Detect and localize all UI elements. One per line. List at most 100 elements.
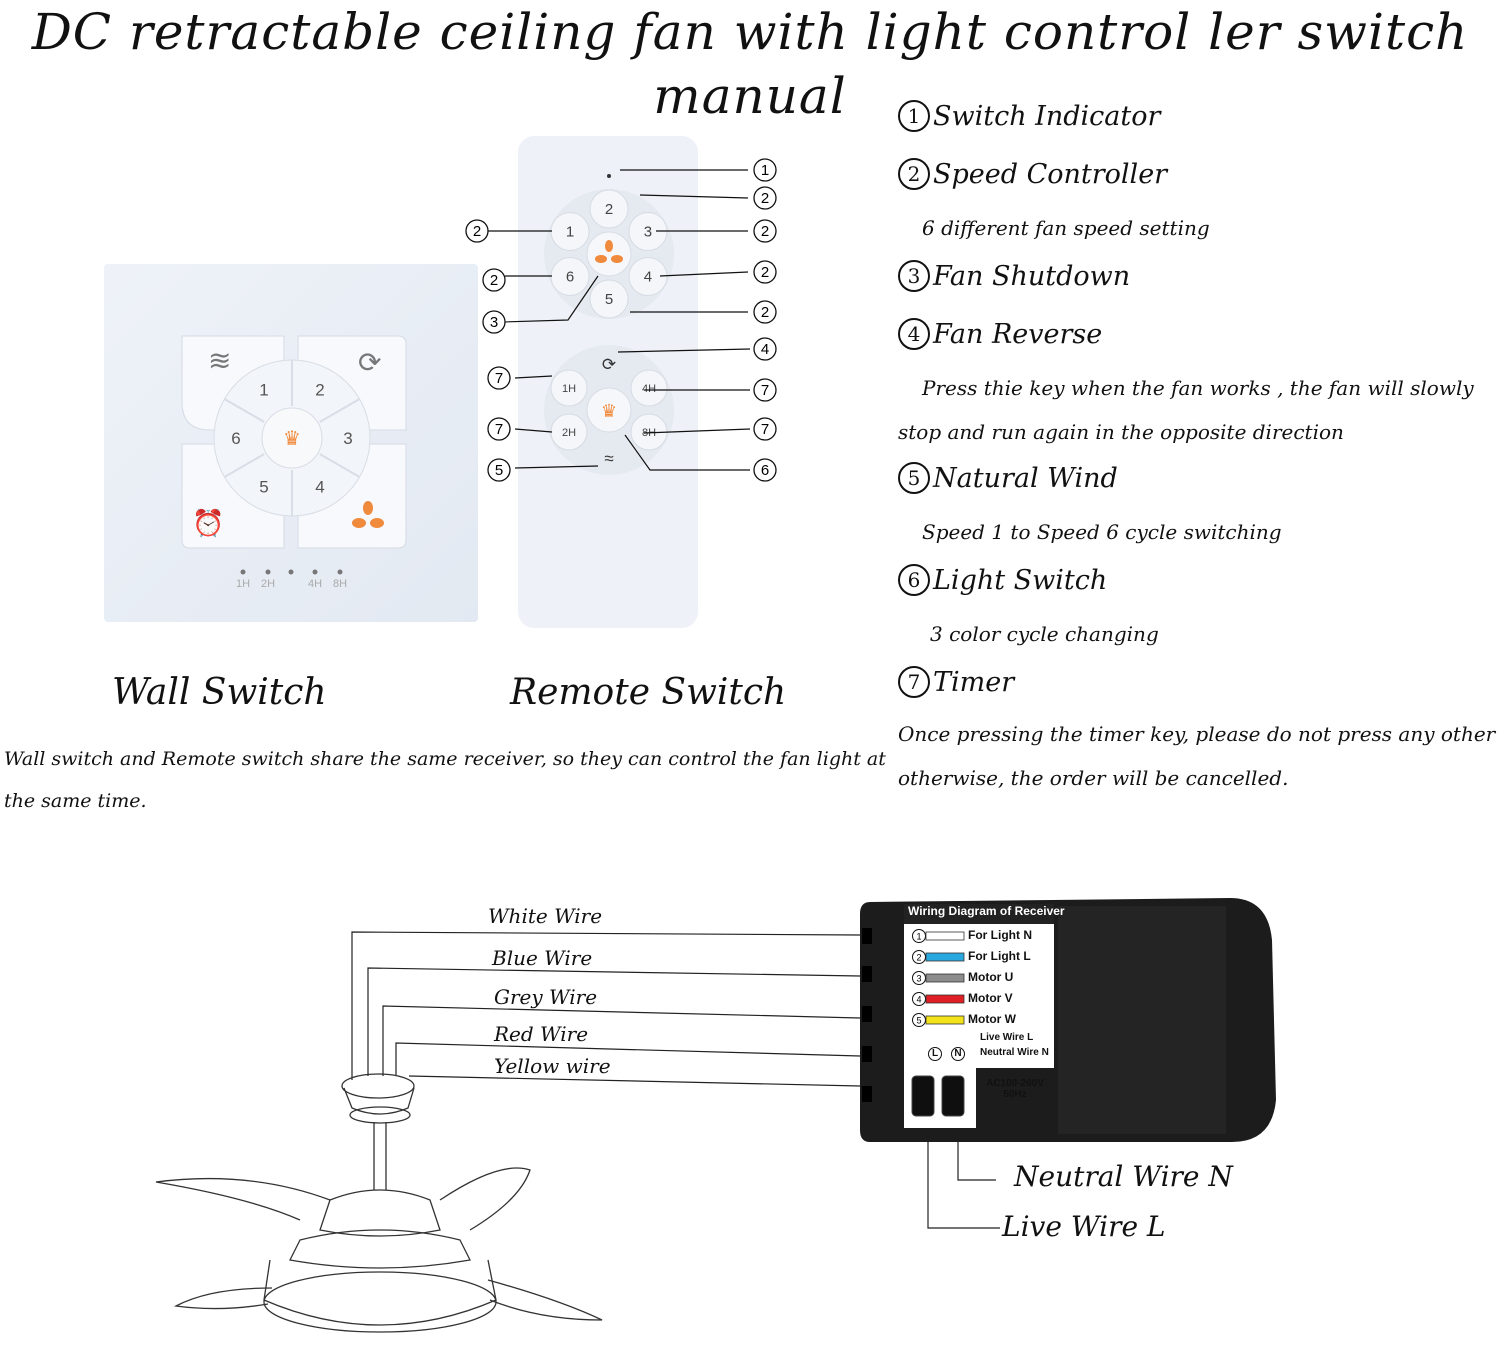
wall-switch-caption: Wall Switch <box>112 672 327 713</box>
callout-number: 3 <box>490 314 498 331</box>
remote-timer-key: 4H <box>642 383 656 395</box>
callout-badge <box>753 158 777 182</box>
callout-number: 7 <box>761 421 769 438</box>
feature-number: 7 <box>898 666 930 698</box>
receiver-title: Wiring Diagram of Receiver <box>908 904 1065 918</box>
feature-name: Fan Shutdown <box>933 261 1131 292</box>
feature-name: Natural Wind <box>933 463 1118 494</box>
reverse-icon: ⟳ <box>358 347 381 378</box>
remote-speed-key: 3 <box>644 224 652 241</box>
wall-timer-label: 2H <box>261 578 275 590</box>
callout-number: 2 <box>490 272 498 289</box>
feature-description: 6 different fan speed setting <box>922 216 1210 240</box>
callout-badge <box>753 260 777 284</box>
callout-number: 5 <box>495 462 503 479</box>
remote-reverse-icon: ⟳ <box>602 355 616 374</box>
receiver-row-badge <box>912 1013 926 1027</box>
receiver-row-number: 3 <box>916 974 921 984</box>
remote-timer-button[interactable] <box>550 369 588 407</box>
callout-badge <box>487 417 511 441</box>
callout-number: 2 <box>473 223 481 240</box>
receiver-row-label: For Light L <box>968 949 1031 963</box>
timer-leds <box>240 569 343 575</box>
feature-description: Once pressing the timer key, please do n… <box>898 722 1500 746</box>
feature-number: 6 <box>898 564 930 596</box>
receiver-row-badge <box>912 929 926 943</box>
remote-speed-key: 6 <box>566 269 574 286</box>
l-mark: L <box>928 1047 942 1061</box>
remote-light-icon: ♛ <box>601 401 617 421</box>
callout-number: 2 <box>761 264 769 281</box>
remote-wave-icon: ≈ <box>604 449 613 468</box>
callout-badge <box>753 186 777 210</box>
feature-description: Press thie key when the fan works , the … <box>922 376 1474 400</box>
wall-speed-key[interactable]: 3 <box>343 429 352 448</box>
feature-name: Light Switch <box>933 565 1108 596</box>
wall-speed-key[interactable]: 6 <box>231 429 240 448</box>
remote-speed-key: 4 <box>644 269 652 286</box>
callout-number: 2 <box>761 304 769 321</box>
neutral-wire-label: Neutral Wire N <box>980 1047 1049 1058</box>
wall-timer-label: 4H <box>308 578 322 590</box>
feature-name: Timer <box>933 667 1015 698</box>
callout-badge <box>753 300 777 324</box>
receiver-row-label: For Light N <box>968 928 1032 942</box>
receiver-row-badge <box>912 992 926 1006</box>
wall-light-icon: ♛ <box>283 428 301 450</box>
remote-speed-button[interactable] <box>589 279 629 319</box>
remote-switch-caption: Remote Switch <box>510 672 787 713</box>
wall-speed-key[interactable]: 5 <box>259 477 268 496</box>
wall-timer-label: 1H <box>236 578 250 590</box>
remote-speed-key: 1 <box>566 224 574 241</box>
feature-number: 1 <box>898 100 930 132</box>
feature-description: Speed 1 to Speed 6 cycle switching <box>922 520 1282 544</box>
receiver-row-label: Motor V <box>968 991 1013 1005</box>
callout-number: 2 <box>761 190 769 207</box>
wire-lines <box>351 931 1000 1229</box>
remote-speed-button[interactable] <box>589 189 629 229</box>
receiver-row-number: 1 <box>916 932 921 942</box>
feature-number: 3 <box>898 260 930 292</box>
callout-badge <box>753 219 777 243</box>
neutral-wire-caption: Neutral Wire N <box>1014 1160 1233 1193</box>
n-mark: N <box>951 1047 965 1061</box>
callout-number: 6 <box>761 462 769 479</box>
live-wire-label: Live Wire L <box>980 1032 1034 1043</box>
wire-label: Blue Wire <box>492 946 593 970</box>
callout-number: 4 <box>761 341 769 358</box>
live-wire-caption: Live Wire L <box>1002 1210 1166 1243</box>
wall-speed-key[interactable]: 4 <box>315 477 324 496</box>
receiver-row-number: 2 <box>916 953 921 963</box>
callout-badge <box>482 268 506 292</box>
callout-badge <box>465 219 489 243</box>
wire-label: Grey Wire <box>494 985 598 1009</box>
receiver-row-number: 4 <box>916 995 921 1005</box>
callout-badge <box>753 458 777 482</box>
receiver-row-number: 5 <box>916 1016 921 1026</box>
receiver-row-label: Motor W <box>968 1012 1016 1026</box>
callout-number: 7 <box>495 370 503 387</box>
wall-speed-key[interactable]: 1 <box>259 381 268 400</box>
wall-speed-key[interactable]: 2 <box>315 381 324 400</box>
indicator-dot <box>607 174 611 178</box>
remote-speed-button[interactable] <box>628 257 668 296</box>
receiver-wire-swatch <box>925 973 965 983</box>
remote-timer-button[interactable] <box>630 369 668 407</box>
receiver-wire-swatch <box>925 931 965 941</box>
feature-description: 3 color cycle changing <box>930 622 1159 646</box>
wire-label: White Wire <box>488 904 603 928</box>
callout-number: 7 <box>761 382 769 399</box>
wire-label: Yellow wire <box>494 1054 611 1078</box>
receiver-row-badge <box>912 950 926 964</box>
receiver-wire-swatch <box>925 1015 965 1025</box>
remote-fan-icon <box>595 240 623 263</box>
frequency-text: 50Hz <box>1003 1089 1027 1100</box>
wall-light-key <box>261 407 323 469</box>
